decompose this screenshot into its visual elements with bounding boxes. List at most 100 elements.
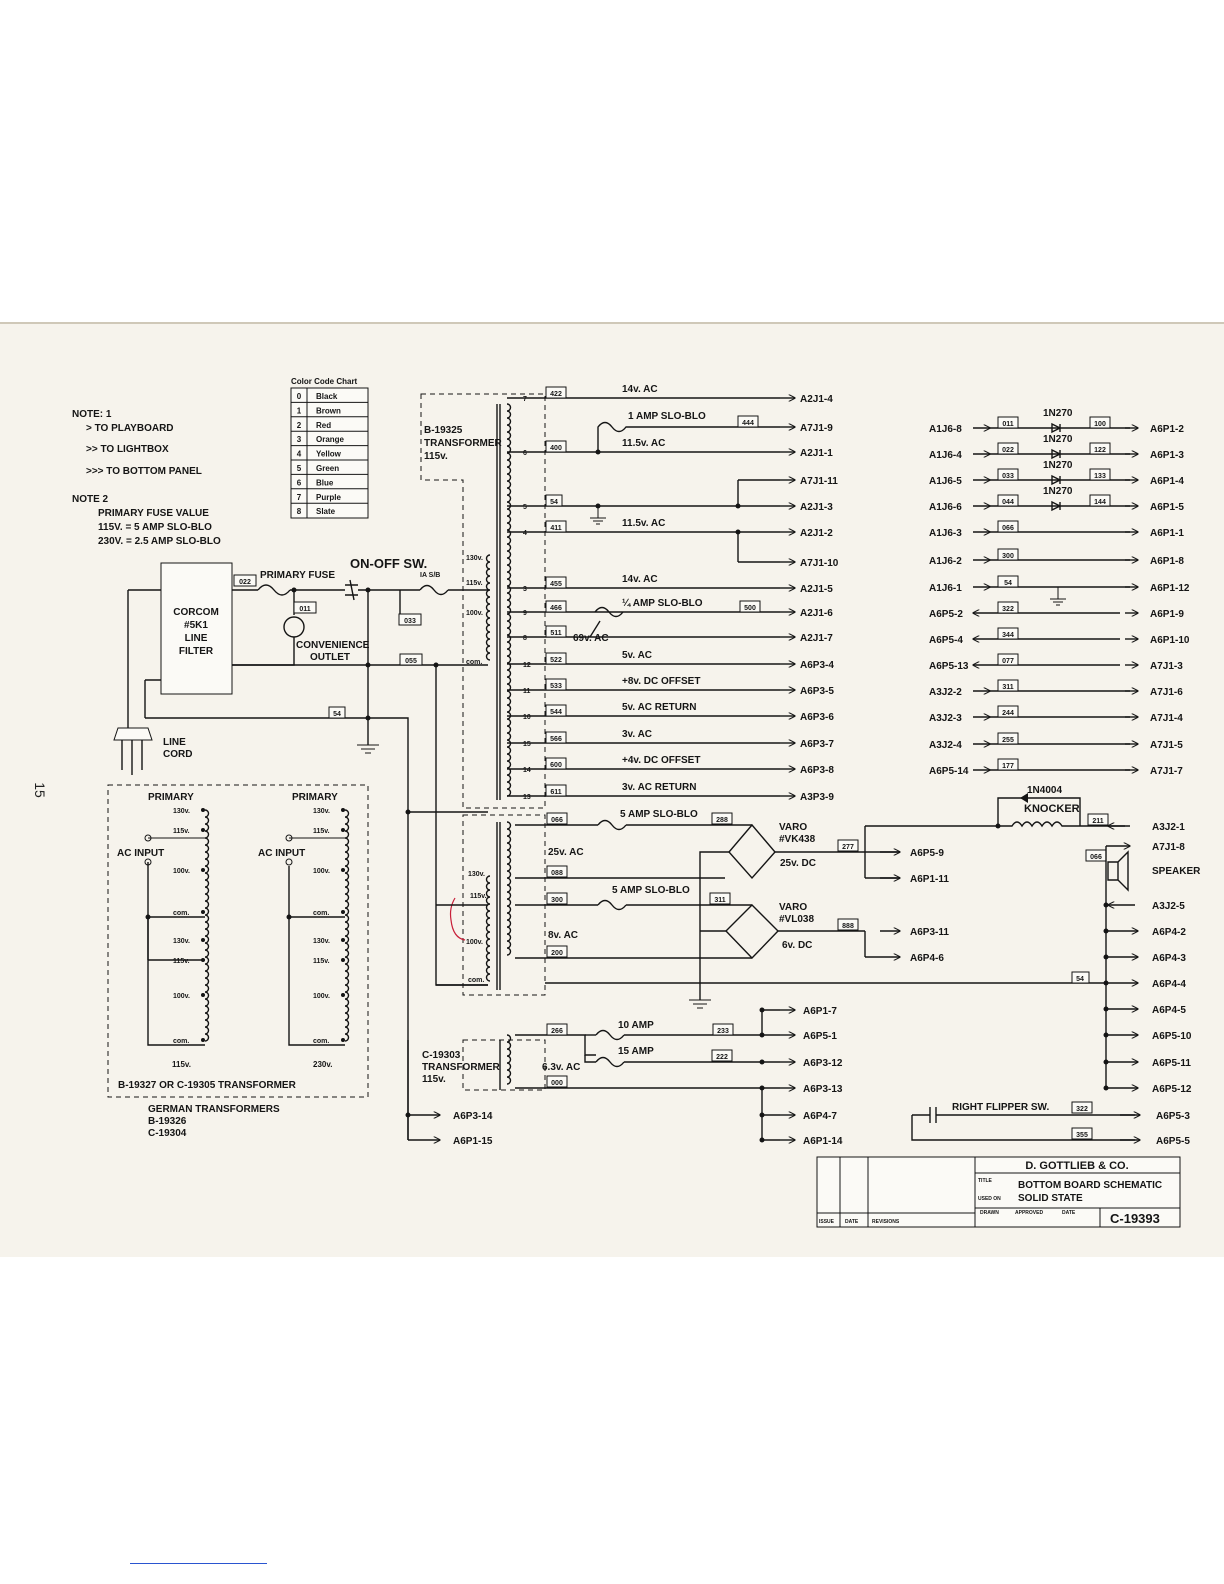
wire-tag: 100 bbox=[1094, 421, 1106, 428]
source-label: A6P5-2 bbox=[929, 609, 963, 620]
knocker-label: KNOCKER bbox=[1024, 803, 1080, 815]
dest-label: A2J1-7 bbox=[800, 633, 833, 644]
convenience-outlet bbox=[283, 616, 305, 638]
drawing-title: BOTTOM BOARD SCHEMATIC bbox=[1018, 1180, 1162, 1191]
fuse-label: 5 AMP SLO-BLO bbox=[612, 885, 690, 896]
corcom-label: #5K1 bbox=[184, 620, 208, 631]
wire-tag: 466 bbox=[550, 605, 562, 612]
dest-label: A7J1-10 bbox=[800, 558, 839, 569]
note2-line: 115V. = 5 AMP SLO-BLO bbox=[98, 522, 212, 533]
bridge-label: VARO bbox=[779, 822, 807, 833]
wire-tag-box bbox=[545, 386, 567, 399]
dest-label: A6P1-8 bbox=[1150, 556, 1184, 567]
note1-item: > TO PLAYBOARD bbox=[86, 423, 174, 434]
wire-tag: 888 bbox=[842, 923, 854, 930]
wire-tag-box bbox=[1089, 416, 1111, 429]
wire-tag-box bbox=[545, 494, 563, 507]
ia-sb-label: IA S/B bbox=[420, 572, 440, 579]
drawn-label: DRAWN bbox=[980, 1210, 999, 1216]
pin-number: 8 bbox=[523, 635, 527, 642]
used-on-value: SOLID STATE bbox=[1018, 1193, 1083, 1204]
wire-tag: 144 bbox=[1094, 499, 1106, 506]
tap-label: com. bbox=[313, 1038, 329, 1045]
pin-number: 12 bbox=[523, 662, 531, 669]
dest-label: A6P4-2 bbox=[1152, 927, 1186, 938]
wire-tag: 54 bbox=[1076, 976, 1084, 983]
wire-tag: 122 bbox=[1094, 447, 1106, 454]
voltage-label: 1 AMP SLO-BLO bbox=[628, 411, 706, 422]
transformer-2: 130v. 115v. 100v. com. 066 5 AMP SLO-BLO… bbox=[405, 809, 949, 1140]
tap-label: com. bbox=[173, 910, 189, 917]
schematic-sheet bbox=[0, 322, 1224, 1257]
wire-tag-box bbox=[997, 601, 1019, 614]
tap-label: 130v. bbox=[468, 871, 485, 878]
dest-label: A3J2-1 bbox=[1152, 822, 1185, 833]
diode-icon bbox=[1051, 448, 1062, 460]
wire-tag: 022 bbox=[239, 579, 251, 586]
tap-label: 100v. bbox=[466, 939, 483, 946]
wire-tag: 133 bbox=[1094, 473, 1106, 480]
wire-tag: 54 bbox=[1004, 580, 1012, 587]
source-label: A6P5-13 bbox=[929, 661, 969, 672]
source-label: A6P5-14 bbox=[929, 766, 969, 777]
source-label: A1J6-4 bbox=[929, 450, 962, 461]
fuse-label: 10 AMP bbox=[618, 1020, 654, 1031]
wire-tag-box bbox=[997, 575, 1019, 588]
wire-tag-box bbox=[997, 468, 1019, 481]
wire-tag: 511 bbox=[550, 630, 561, 637]
dest-label: A2J1-5 bbox=[800, 584, 833, 595]
dest-label: A6P5-3 bbox=[1156, 1111, 1190, 1122]
dest-label: A6P1-3 bbox=[1150, 450, 1184, 461]
wire-tag-box bbox=[997, 732, 1019, 745]
color-code-name: Orange bbox=[316, 435, 345, 444]
pin-number: 13 bbox=[523, 794, 531, 801]
dest-label: A6P1-11 bbox=[910, 874, 949, 885]
voltage-label: +8v. DC OFFSET bbox=[622, 676, 700, 687]
note1-item: >>> TO BOTTOM PANEL bbox=[86, 466, 202, 477]
dest-label: A7J1-8 bbox=[1152, 842, 1185, 853]
tap-label: 115v. bbox=[470, 893, 487, 900]
dest-label: A3P3-9 bbox=[800, 792, 834, 803]
wire-tag: 444 bbox=[742, 420, 754, 427]
ac-input-label: AC INPUT bbox=[117, 848, 164, 859]
dest-label: A6P3-5 bbox=[800, 686, 834, 697]
wire-tag-box bbox=[997, 627, 1019, 640]
source-label: A1J6-3 bbox=[929, 528, 962, 539]
dest-label: A7J1-6 bbox=[1150, 687, 1183, 698]
line-cord-label: LINE bbox=[163, 737, 186, 748]
voltage-label: 6.3v. AC bbox=[542, 1062, 580, 1073]
wire-tag-box bbox=[545, 625, 567, 638]
source-label: A1J6-2 bbox=[929, 556, 962, 567]
source-label: A3J2-2 bbox=[929, 687, 962, 698]
color-code-name: Red bbox=[316, 421, 331, 430]
source-label: A1J6-8 bbox=[929, 424, 962, 435]
outlet-label: OUTLET bbox=[310, 652, 350, 663]
wire-tag: 411 bbox=[550, 525, 561, 532]
color-chart-title: Color Code Chart bbox=[291, 377, 358, 386]
approved-label: APPROVED bbox=[1015, 1210, 1043, 1216]
wire-tag: 300 bbox=[1002, 553, 1014, 560]
dest-label: A6P4-6 bbox=[910, 953, 944, 964]
company-name: D. GOTTLIEB & CO. bbox=[1025, 1160, 1128, 1172]
on-off-switch bbox=[345, 579, 358, 601]
wire-tag: 322 bbox=[1002, 606, 1014, 613]
wire-tag: 066 bbox=[1002, 525, 1014, 532]
wire-tag: 055 bbox=[405, 658, 417, 665]
wire-tag: 311 bbox=[714, 897, 725, 904]
pin-number: 6 bbox=[523, 450, 527, 457]
tap-label: 130v. bbox=[313, 938, 330, 945]
transformer-c19303: C-19303 TRANSFORMER 115v. 266 10 AMP 233… bbox=[405, 1006, 843, 1147]
tap-label: 100v. bbox=[173, 868, 190, 875]
wire-tag: 011 bbox=[1002, 421, 1013, 428]
dest-label: A6P3-8 bbox=[800, 765, 834, 776]
wire-tag: 066 bbox=[551, 817, 563, 824]
primary-fuse-label: PRIMARY FUSE bbox=[260, 570, 335, 581]
color-code-name: Purple bbox=[316, 493, 341, 502]
wire-tag-box bbox=[997, 548, 1019, 561]
dest-label: A6P5-12 bbox=[1152, 1084, 1192, 1095]
wire-tag: 200 bbox=[551, 950, 563, 957]
title-block: D. GOTTLIEB & CO. TITLE BOTTOM BOARD SCH… bbox=[816, 1156, 1181, 1228]
dest-label: A2J1-4 bbox=[800, 394, 833, 405]
dest-label: A3J2-5 bbox=[1152, 901, 1185, 912]
transformer-name: TRANSFORMER bbox=[422, 1062, 501, 1073]
